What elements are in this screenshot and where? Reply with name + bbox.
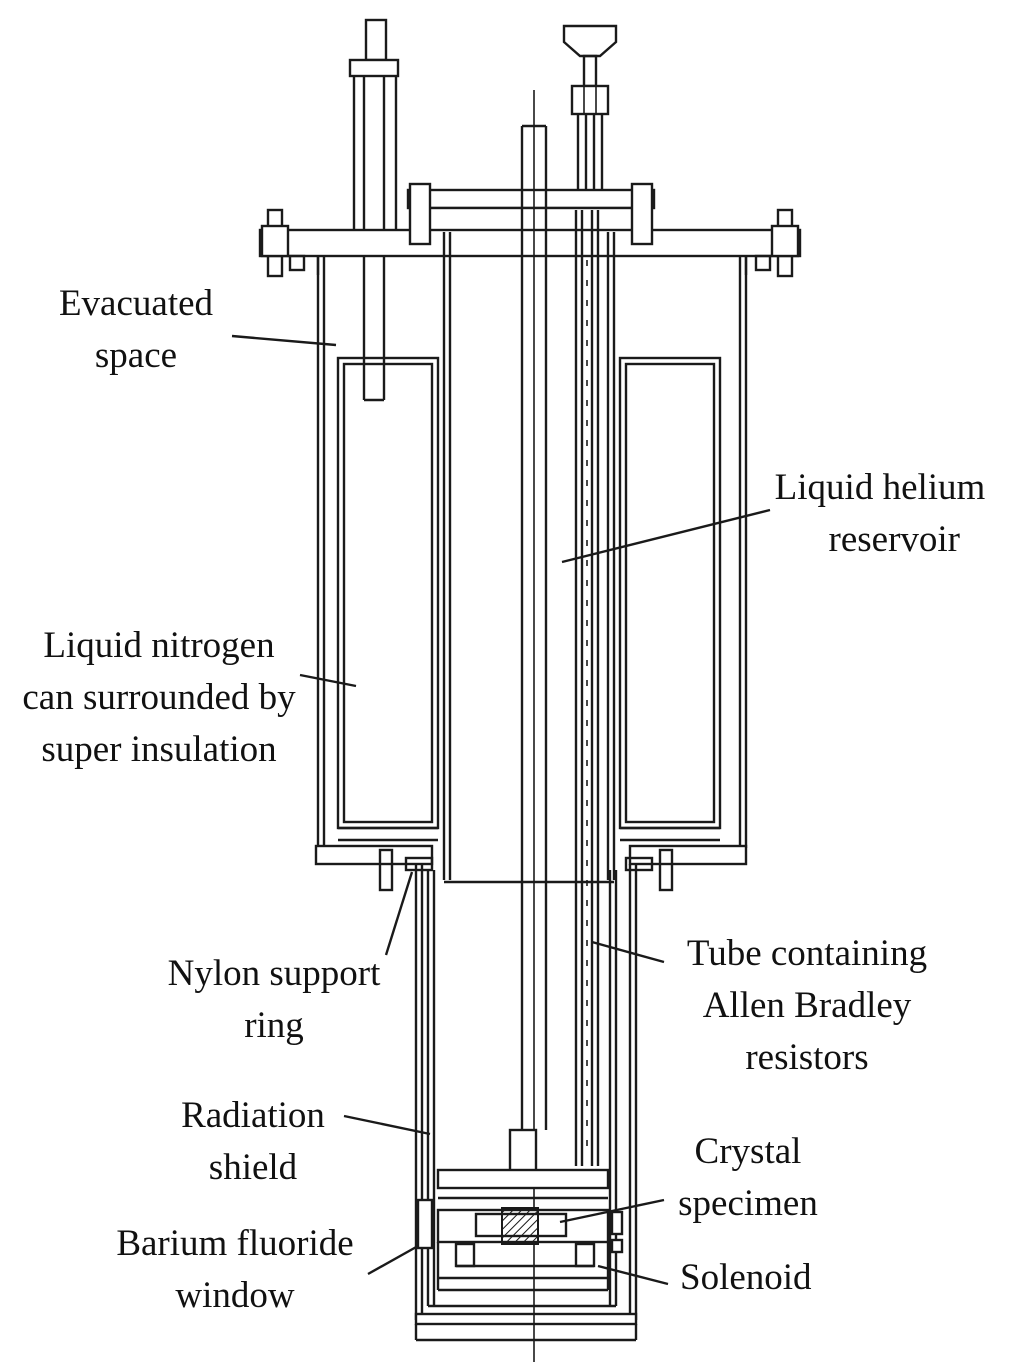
leader-resistor-tube	[591, 940, 665, 964]
helium-reservoir	[442, 232, 616, 884]
leader-crystal-specimen	[559, 1198, 665, 1224]
radiation-shield-tail	[414, 864, 638, 1342]
label-liquid-nitrogen-can: Liquid nitrogen can surrounded by super …	[22, 625, 296, 770]
sample-rod	[508, 90, 548, 1362]
leader-lines	[231, 334, 771, 1286]
label-liquid-helium-reservoir: Liquid helium reservoir	[774, 467, 986, 560]
sample-assembly	[416, 1168, 624, 1292]
leader-radiation-shield	[343, 1114, 431, 1136]
leader-nitrogen-can	[299, 673, 357, 688]
label-crystal-specimen: Crystal specimen	[678, 1131, 818, 1224]
resistor-tube	[574, 210, 600, 1166]
label-solenoid: Solenoid	[680, 1257, 812, 1298]
label-barium-fluoride-window: Barium fluoride window	[116, 1223, 354, 1316]
label-tube-containing-resistors: Tube containing Allen Bradley resistors	[686, 933, 928, 1078]
label-evacuated-space: Evacuated space	[58, 283, 214, 376]
leader-solenoid	[597, 1264, 669, 1286]
valve-head	[562, 24, 618, 210]
leader-evacuated-space	[231, 334, 337, 347]
top-flange	[258, 182, 802, 278]
leader-barium-window	[367, 1244, 419, 1276]
nitrogen-can-right	[618, 356, 722, 842]
outer-vacuum-jacket	[314, 256, 748, 892]
label-radiation-shield: Radiation shield	[181, 1095, 325, 1188]
leader-nylon-ring	[384, 871, 414, 956]
leader-helium-reservoir	[561, 508, 771, 564]
nitrogen-fill-tube	[348, 18, 400, 402]
nitrogen-can-left	[336, 356, 440, 842]
label-nylon-support-ring: Nylon support ring	[167, 953, 381, 1046]
